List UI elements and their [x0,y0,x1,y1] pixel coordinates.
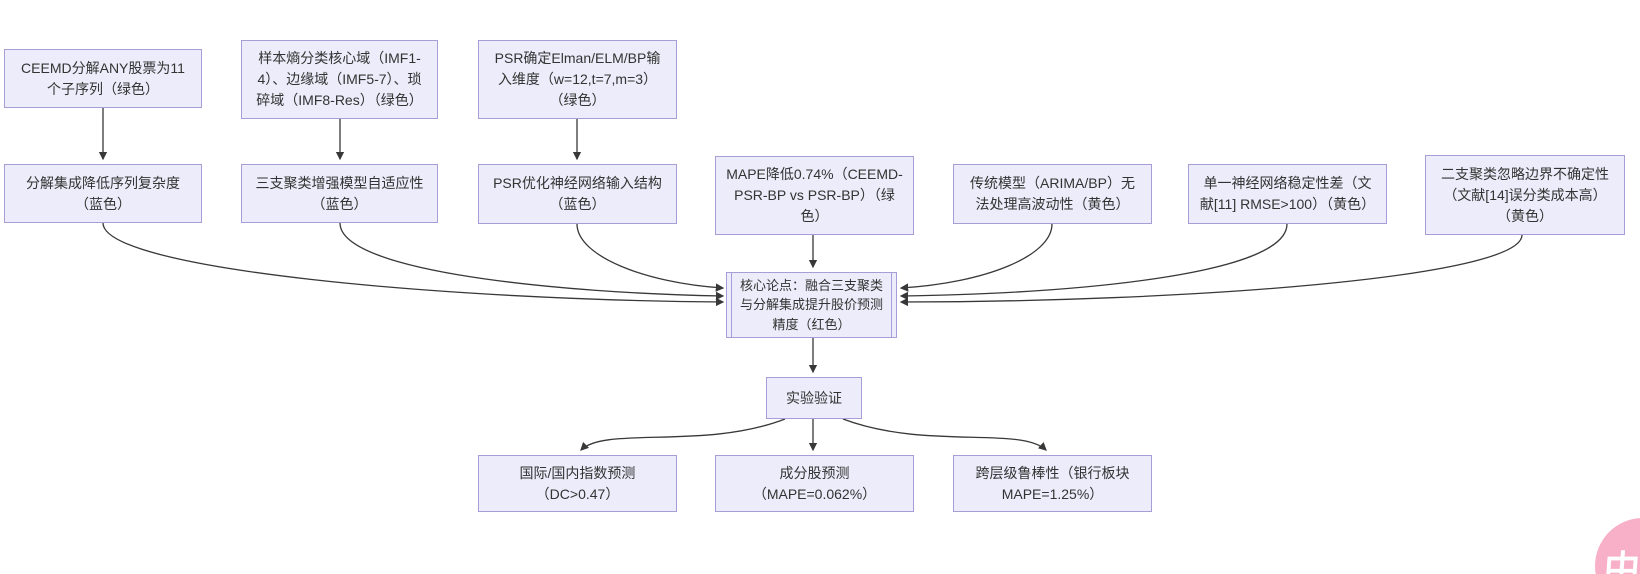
edge-singlenn-to-core [899,223,1288,301]
node-index-prediction: 国际/国内指数预测（DC>0.47） [478,455,677,512]
node-three-way-clustering: 三支聚类增强模型自适应性（蓝色） [241,164,438,223]
node-single-nn-instability: 单一神经网络稳定性差（文献[11] RMSE>100）（黄色） [1188,164,1387,224]
translate-badge[interactable]: 中A [1595,518,1640,574]
node-sample-entropy: 样本熵分类核心域（IMF1-4）、边缘域（IMF5-7）、琐碎域（IMF8-Re… [241,40,438,119]
translate-badge-label: 中A [1602,548,1640,574]
node-experiment-validation: 实验验证 [766,377,862,419]
edge-twoway-to-core [899,234,1523,307]
node-decomposition-integration: 分解集成降低序列复杂度（蓝色） [4,164,202,223]
edge-validation-to-index [580,418,786,451]
node-two-way-clustering-limit: 二支聚类忽略边界不确定性（文献[14]误分类成本高）（黄色） [1425,155,1625,235]
node-psr-dimension: PSR确定Elman/ELM/BP输入维度（w=12,t=7,m=3）（绿色） [478,40,677,119]
node-mape-reduction: MAPE降低0.74%（CEEMD-PSR-BP vs PSR-BP）（绿色） [715,156,914,235]
node-cross-level-robustness: 跨层级鲁棒性（银行板块 MAPE=1.25%） [953,455,1152,512]
node-traditional-model-limit: 传统模型（ARIMA/BP）无法处理高波动性（黄色） [953,164,1152,224]
edge-psropt-to-core [576,223,725,292]
node-constituent-prediction: 成分股预测（MAPE=0.062%） [715,455,914,512]
node-psr-optimization: PSR优化神经网络输入结构（蓝色） [478,164,677,224]
node-core-thesis: 核心论点：融合三支聚类与分解集成提升股价预测精度（红色） [726,272,897,338]
node-ceemd-decompose: CEEMD分解ANY股票为11个子序列（绿色） [4,49,202,108]
edge-traditional-to-core [899,223,1053,292]
edge-validation-to-robustness [842,418,1047,451]
edge-threeway-to-core [339,222,725,301]
edge-decomp-to-core [102,222,725,307]
